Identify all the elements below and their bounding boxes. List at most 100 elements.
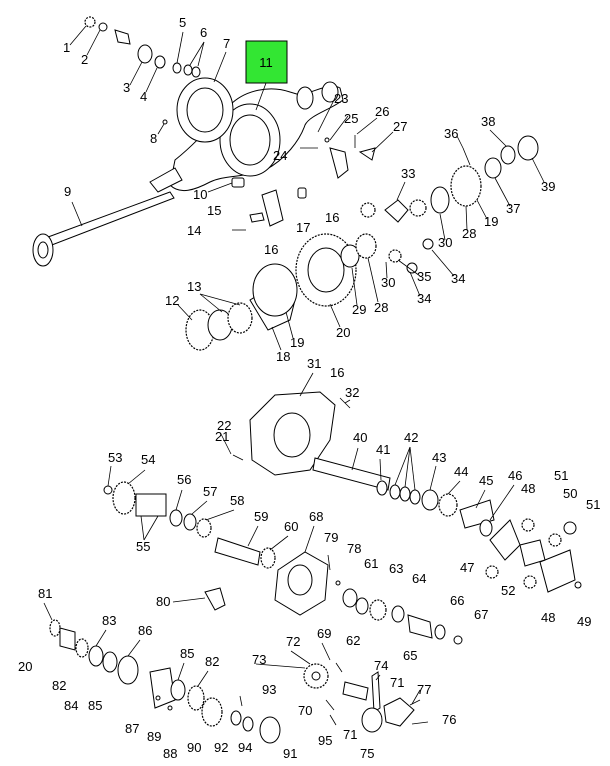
callout-46[interactable]: 46 xyxy=(508,468,522,483)
callout-19a[interactable]: 19 xyxy=(290,335,304,350)
callout-6[interactable]: 6 xyxy=(200,25,207,40)
callout-30b[interactable]: 30 xyxy=(381,275,395,290)
callout-59[interactable]: 59 xyxy=(254,509,268,524)
callout-28b[interactable]: 28 xyxy=(374,300,388,315)
callout-45[interactable]: 45 xyxy=(479,473,493,488)
callout-84[interactable]: 84 xyxy=(64,698,78,713)
callout-42[interactable]: 42 xyxy=(404,430,418,445)
callout-16b[interactable]: 16 xyxy=(325,210,339,225)
callout-78[interactable]: 78 xyxy=(347,541,361,556)
callout-62[interactable]: 62 xyxy=(346,633,360,648)
callout-17[interactable]: 17 xyxy=(296,220,310,235)
callout-83[interactable]: 83 xyxy=(102,613,116,628)
callout-93[interactable]: 93 xyxy=(262,682,276,697)
callout-60[interactable]: 60 xyxy=(284,519,298,534)
callout-13[interactable]: 13 xyxy=(187,279,201,294)
callout-19b[interactable]: 19 xyxy=(484,214,498,229)
callout-48b[interactable]: 48 xyxy=(541,610,555,625)
callout-39[interactable]: 39 xyxy=(541,179,555,194)
callout-70[interactable]: 70 xyxy=(298,703,312,718)
callout-79[interactable]: 79 xyxy=(324,530,338,545)
callout-10[interactable]: 10 xyxy=(193,187,207,202)
callout-34b[interactable]: 34 xyxy=(417,291,431,306)
callout-7[interactable]: 7 xyxy=(223,36,230,51)
callout-23[interactable]: 23 xyxy=(334,91,348,106)
callout-27[interactable]: 27 xyxy=(393,119,407,134)
callout-56[interactable]: 56 xyxy=(177,472,191,487)
callout-26[interactable]: 26 xyxy=(375,104,389,119)
callout-71a[interactable]: 71 xyxy=(343,727,357,742)
callout-30a[interactable]: 30 xyxy=(438,235,452,250)
callout-68[interactable]: 68 xyxy=(309,509,323,524)
callout-66[interactable]: 66 xyxy=(450,593,464,608)
callout-4[interactable]: 4 xyxy=(140,89,147,104)
callout-81[interactable]: 81 xyxy=(38,586,52,601)
callout-94[interactable]: 94 xyxy=(238,740,252,755)
callout-14[interactable]: 14 xyxy=(187,223,201,238)
callout-20b[interactable]: 20 xyxy=(18,659,32,674)
callout-64[interactable]: 64 xyxy=(412,571,426,586)
callout-49[interactable]: 49 xyxy=(577,614,591,629)
callout-58[interactable]: 58 xyxy=(230,493,244,508)
callout-29[interactable]: 29 xyxy=(352,302,366,317)
callout-75[interactable]: 75 xyxy=(360,746,374,761)
callout-47[interactable]: 47 xyxy=(460,560,474,575)
callout-18[interactable]: 18 xyxy=(276,349,290,364)
callout-32[interactable]: 32 xyxy=(345,385,359,400)
callout-74[interactable]: 74 xyxy=(374,658,388,673)
callout-43[interactable]: 43 xyxy=(432,450,446,465)
callout-28a[interactable]: 28 xyxy=(462,226,476,241)
callout-71b[interactable]: 71 xyxy=(390,675,404,690)
callout-91[interactable]: 91 xyxy=(283,746,297,761)
callout-41[interactable]: 41 xyxy=(376,442,390,457)
callout-85b[interactable]: 85 xyxy=(180,646,194,661)
callout-3[interactable]: 3 xyxy=(123,80,130,95)
callout-86[interactable]: 86 xyxy=(138,623,152,638)
callout-25[interactable]: 25 xyxy=(344,111,358,126)
callout-73[interactable]: 73 xyxy=(252,652,266,667)
callout-50[interactable]: 50 xyxy=(563,486,577,501)
callout-1[interactable]: 1 xyxy=(63,40,70,55)
callout-87[interactable]: 87 xyxy=(125,721,139,736)
callout-22[interactable]: 22 xyxy=(217,418,231,433)
callout-77[interactable]: 77 xyxy=(417,682,431,697)
callout-40[interactable]: 40 xyxy=(353,430,367,445)
callout-65[interactable]: 65 xyxy=(403,648,417,663)
callout-31[interactable]: 31 xyxy=(307,356,321,371)
callout-55[interactable]: 55 xyxy=(136,539,150,554)
callout-44[interactable]: 44 xyxy=(454,464,468,479)
callout-82a[interactable]: 82 xyxy=(52,678,66,693)
callout-20a[interactable]: 20 xyxy=(336,325,350,340)
callout-67[interactable]: 67 xyxy=(474,607,488,622)
callout-8[interactable]: 8 xyxy=(150,131,157,146)
callout-89[interactable]: 89 xyxy=(147,729,161,744)
callout-80[interactable]: 80 xyxy=(156,594,170,609)
callout-34a[interactable]: 34 xyxy=(451,271,465,286)
callout-57[interactable]: 57 xyxy=(203,484,217,499)
callout-36[interactable]: 36 xyxy=(444,126,458,141)
callout-61[interactable]: 61 xyxy=(364,556,378,571)
callout-54[interactable]: 54 xyxy=(141,452,155,467)
callout-9[interactable]: 9 xyxy=(64,184,71,199)
callout-95[interactable]: 95 xyxy=(318,733,332,748)
callout-90[interactable]: 90 xyxy=(187,740,201,755)
callout-53[interactable]: 53 xyxy=(108,450,122,465)
callout-92[interactable]: 92 xyxy=(214,740,228,755)
callout-12[interactable]: 12 xyxy=(165,293,179,308)
callout-35[interactable]: 35 xyxy=(417,269,431,284)
callout-33[interactable]: 33 xyxy=(401,166,415,181)
callout-16a[interactable]: 16 xyxy=(264,242,278,257)
callout-63[interactable]: 63 xyxy=(389,561,403,576)
callout-5[interactable]: 5 xyxy=(179,15,186,30)
callout-69[interactable]: 69 xyxy=(317,626,331,641)
callout-51b[interactable]: 51 xyxy=(586,497,600,512)
callout-16c[interactable]: 16 xyxy=(330,365,344,380)
callout-38[interactable]: 38 xyxy=(481,114,495,129)
callout-48a[interactable]: 48 xyxy=(521,481,535,496)
callout-72[interactable]: 72 xyxy=(286,634,300,649)
callout-15[interactable]: 15 xyxy=(207,203,221,218)
highlight-callout-11[interactable]: 11 xyxy=(245,40,288,111)
callout-76[interactable]: 76 xyxy=(442,712,456,727)
callout-88[interactable]: 88 xyxy=(163,746,177,761)
callout-52[interactable]: 52 xyxy=(501,583,515,598)
